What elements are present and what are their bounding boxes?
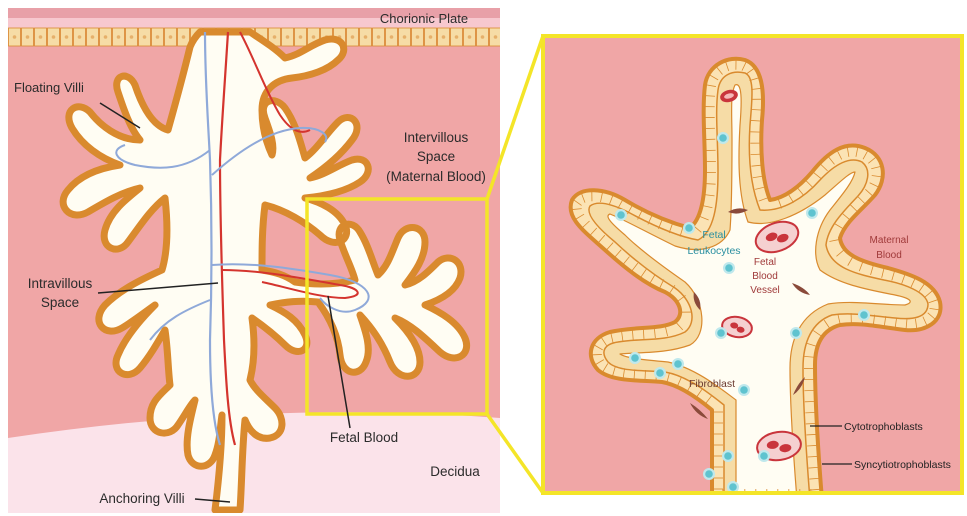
leukocyte-nucleus [724,452,732,460]
leukocyte-nucleus [740,386,748,394]
cell-divider [751,154,762,155]
fetal-blood-vessel-label-line1: Fetal [754,257,776,268]
plate-cell-nucleus [182,35,186,39]
plate-cell-nucleus [312,35,316,39]
fibroblast-label: Fibroblast [689,378,735,390]
cell-divider [805,412,816,413]
intervillous-label-line1: Intervillous [404,130,469,145]
plate-cell-nucleus [351,35,355,39]
maternal-blood-label-line1: Maternal [870,235,909,246]
plate-cell-nucleus [364,35,368,39]
intervillous-label-line3: (Maternal Blood) [386,169,486,184]
plate-cell-nucleus [377,35,381,39]
fetal-blood-vessel-label-line2: Blood [752,271,778,282]
plate-cell-nucleus [299,35,303,39]
leukocyte-nucleus [719,134,727,142]
leukocyte-nucleus [631,354,639,362]
intervillous-label-line2: Space [417,149,455,164]
plate-cell-nucleus [78,35,82,39]
plate-cell-nucleus [455,35,459,39]
plate-cell-nucleus [143,35,147,39]
leukocyte-nucleus [729,483,737,491]
intravillous-label-line1: Intravillous [28,276,93,291]
leukocyte-nucleus [674,360,682,368]
plate-cell-nucleus [130,35,134,39]
plate-cell-nucleus [39,35,43,39]
fetal-blood-label: Fetal Blood [330,430,398,445]
leukocyte-nucleus [717,329,725,337]
plate-cell-nucleus [468,35,472,39]
plate-cell-nucleus [65,35,69,39]
leukocyte-nucleus [808,209,816,217]
plate-cell-nucleus [429,35,433,39]
plate-cell-nucleus [416,35,420,39]
leukocyte-nucleus [860,311,868,319]
fetal-blood-vessel-label-line3: Vessel [750,285,779,296]
left-panel: Chorionic Plate Floating Villi Intervill… [8,8,502,513]
floating-villi-label: Floating Villi [14,80,84,95]
decidua-label: Decidua [430,464,480,479]
chorionic-plate-label: Chorionic Plate [380,11,468,26]
plate-cell-nucleus [481,35,485,39]
leukocyte-nucleus [725,264,733,272]
plate-cell-nucleus [91,35,95,39]
leukocyte-nucleus [656,369,664,377]
plate-cell-nucleus [104,35,108,39]
plate-cell-nucleus [169,35,173,39]
leukocyte-nucleus [685,224,693,232]
plate-cell-nucleus [26,35,30,39]
plate-cell-nucleus [273,35,277,39]
leukocyte-nucleus [792,329,800,337]
fetal-leukocytes-label-line2: Leukocytes [687,245,740,257]
plate-cell-nucleus [13,35,17,39]
plate-cell-nucleus [286,35,290,39]
syncytiotrophoblasts-label: Syncytiotrophoblasts [854,459,951,471]
maternal-blood-label-line2: Blood [876,250,902,261]
plate-cell-nucleus [117,35,121,39]
anchoring-villi-label: Anchoring Villi [99,491,184,506]
leukocyte-nucleus [705,470,713,478]
cell-divider [645,370,646,381]
intravillous-label-line2: Space [41,295,79,310]
plate-cell-nucleus [494,35,498,39]
fetal-leukocytes-label-line1: Fetal [702,229,725,241]
right-panel: Fetal Leukocytes Fetal Blood Vessel Mate… [543,36,962,500]
plate-cell-nucleus [156,35,160,39]
plate-cell-nucleus [390,35,394,39]
plate-cell-nucleus [52,35,56,39]
cytotrophoblasts-label: Cytotrophoblasts [844,421,923,433]
leukocyte-nucleus [760,452,768,460]
plate-cell-nucleus [403,35,407,39]
plate-cell-nucleus [442,35,446,39]
leukocyte-nucleus [617,211,625,219]
cell-divider [591,354,602,355]
